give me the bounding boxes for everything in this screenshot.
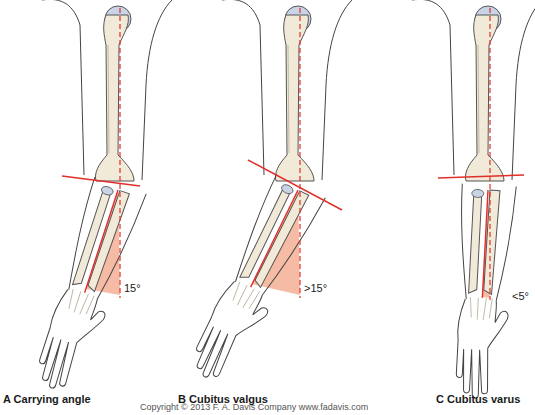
angle-value: >15° xyxy=(304,282,327,294)
angle-value: 15° xyxy=(124,282,141,294)
panel-caption: A Carrying angle xyxy=(3,393,91,405)
copyright-note: Copyright © 2013 F. A. Davis Company www… xyxy=(140,403,368,413)
angle-value: <5° xyxy=(512,290,529,302)
panel-caption: C Cubitus varus xyxy=(436,393,520,405)
